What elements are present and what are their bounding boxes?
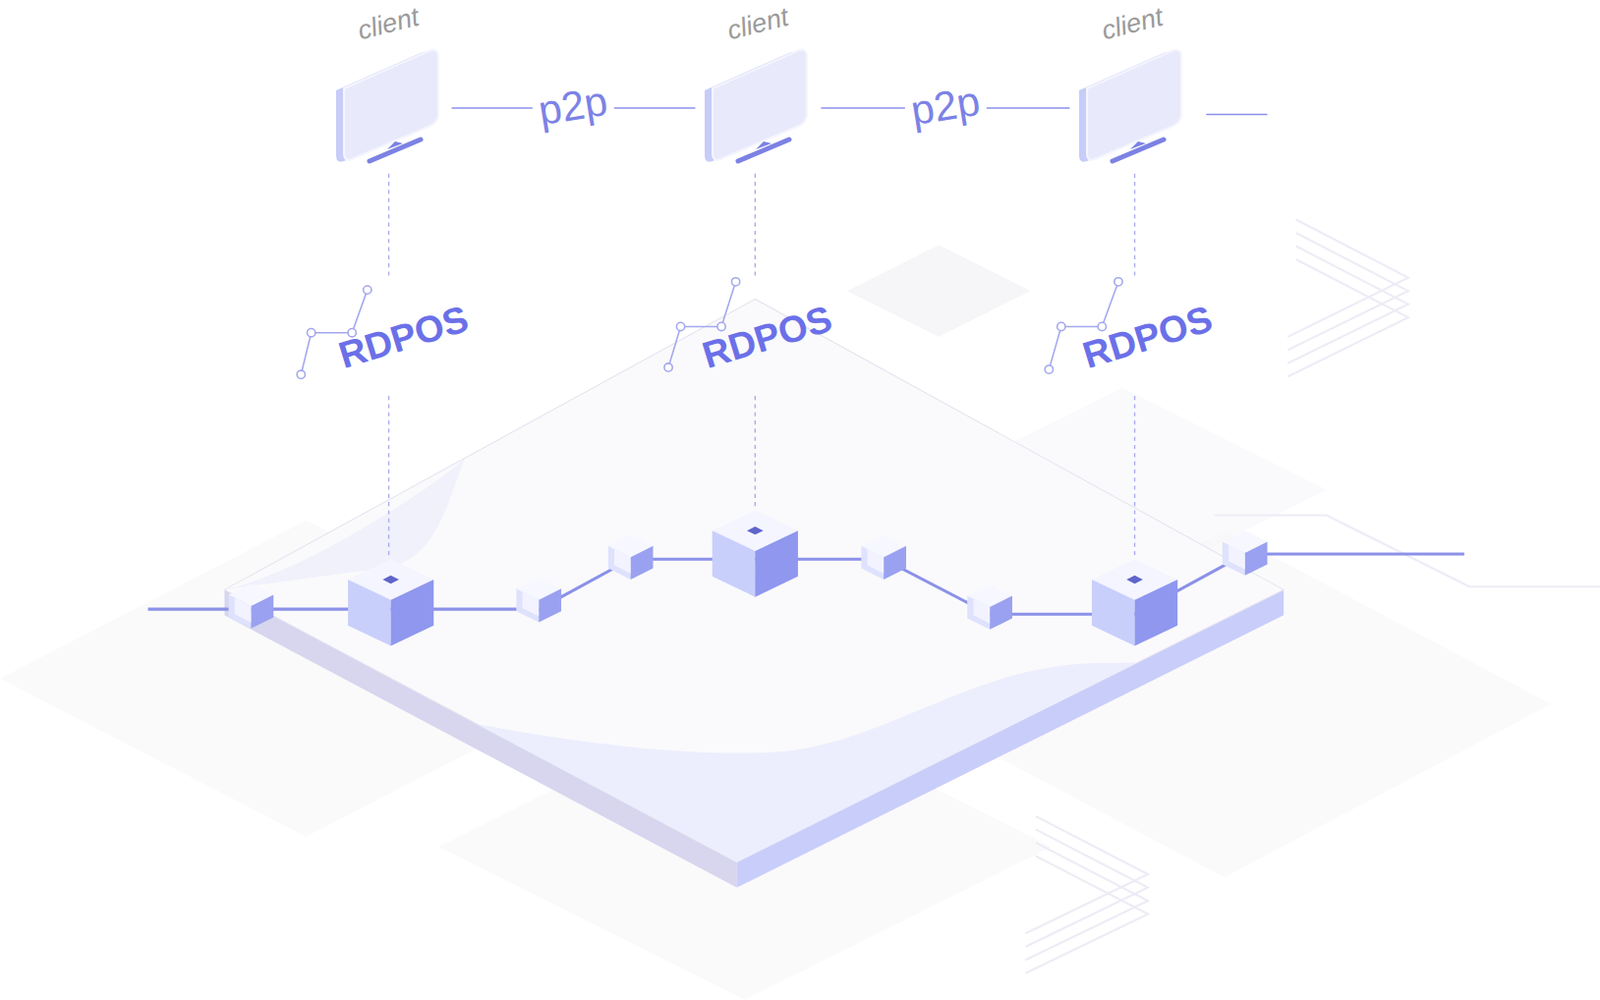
client-node: client <box>698 3 817 166</box>
consensus-label: RDPOS <box>697 297 838 377</box>
monitor-icon <box>698 47 817 166</box>
consensus-label: RDPOS <box>333 297 473 377</box>
monitor-icon <box>330 47 449 166</box>
consensus-label: RDPOS <box>1078 297 1218 377</box>
link-label: p2p <box>902 77 989 135</box>
client-node: client <box>330 3 449 166</box>
client-label: client <box>1097 0 1169 55</box>
link-label: p2p <box>529 77 617 135</box>
monitor-icon <box>1073 47 1192 166</box>
client-label: client <box>353 0 425 55</box>
client-node: client <box>1073 3 1192 166</box>
client-label: client <box>723 0 795 55</box>
